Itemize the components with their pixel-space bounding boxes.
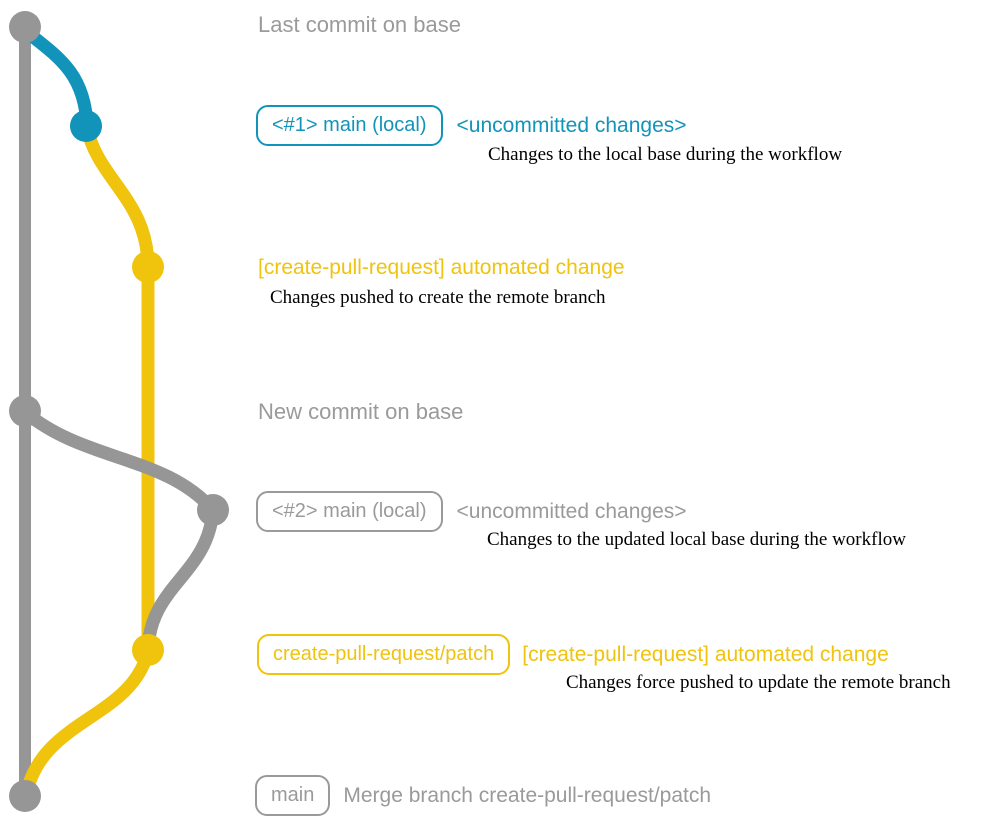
base-to-local2-curve [20,406,218,515]
local1-to-automated1 [80,126,155,268]
row-local-commit-2: <#2> main (local) <uncommitted changes> [256,491,687,532]
branch-badge-create-pull-request-patch: create-pull-request/patch [257,634,511,675]
commit-local-1 [70,110,102,142]
branch-badge-main-local-2: <#2> main (local) [256,491,443,532]
branch-badge-main-local-1: <#1> main (local) [256,105,443,146]
commit-description-2: Changes pushed to create the remote bran… [270,287,606,308]
row-merge-commit: main Merge branch create-pull-request/pa… [255,775,711,816]
commit-description-3: Changes to the updated local base during… [487,529,906,550]
commit-message-uncommitted-2: <uncommitted changes> [456,499,687,523]
row-local-commit-1: <#1> main (local) <uncommitted changes> [256,105,687,146]
commit-message-automated-1: [create-pull-request] automated change [258,256,625,279]
annotation-last-commit-on-base: Last commit on base [258,12,461,37]
commit-last-on-base [9,11,41,43]
commit-description-1: Changes to the local base during the wor… [488,144,843,165]
base-to-local1-curve [22,26,94,127]
commit-description-4: Changes force pushed to update the remot… [566,672,951,693]
local2-to-automated2 [141,509,220,651]
commit-message-automated-2: [create-pull-request] automated change [522,642,889,666]
row-automated-commit-2: create-pull-request/patch [create-pull-r… [257,634,889,675]
branch-badge-main: main [255,775,331,816]
commit-merge [9,780,41,812]
merge-into-base-curve [19,650,155,797]
commit-message-uncommitted-1: <uncommitted changes> [456,113,687,137]
annotation-new-commit-on-base: New commit on base [258,399,464,424]
commit-message-merge: Merge branch create-pull-request/patch [343,783,712,807]
commit-local-2 [197,494,229,526]
commit-automated-1 [132,251,164,283]
commit-automated-2 [132,634,164,666]
commit-new-on-base [9,395,41,427]
